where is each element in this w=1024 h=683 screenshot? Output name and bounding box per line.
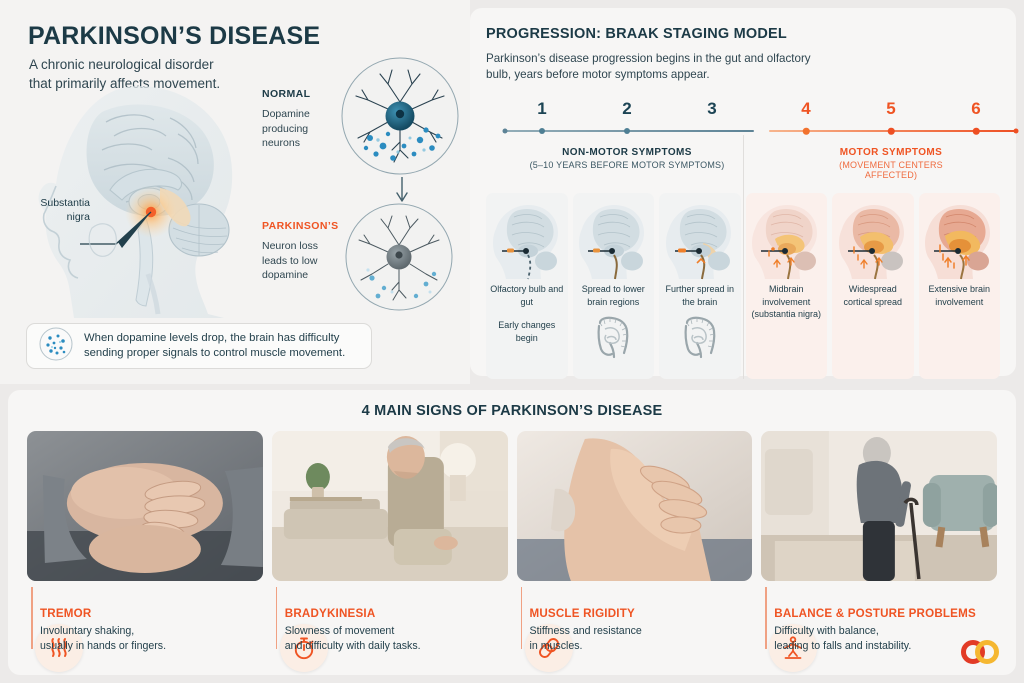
timeline-number-2: 2 bbox=[622, 99, 632, 118]
timeline-number-4: 4 bbox=[801, 99, 811, 118]
stage-card-6: Extensive brain involvement bbox=[918, 193, 1000, 379]
neuron-normal-label: NORMAL bbox=[262, 88, 311, 100]
stage-brain-5-icon bbox=[838, 205, 904, 280]
stopwatch-icon bbox=[279, 624, 328, 672]
neuron-normal-block: NORMAL Dopamine producing neurons bbox=[262, 88, 348, 151]
bradykinesia-desc: Slowness of movement and difficulty with… bbox=[284, 625, 421, 652]
stage-caption-6: Extensive brain involvement bbox=[928, 284, 991, 307]
arrow-down-icon bbox=[395, 176, 409, 210]
timeline-number-6: 6 bbox=[971, 99, 981, 118]
timeline-number-1: 1 bbox=[537, 99, 547, 118]
page-title: PARKINSON’S DISEASE bbox=[28, 22, 321, 50]
timeline-dot-1 bbox=[539, 128, 545, 134]
braak-title: PROGRESSION: BRAAK STAGING MODEL bbox=[486, 26, 787, 42]
tremor-text: TREMOR Involuntary shaking, usually in h… bbox=[27, 587, 263, 654]
neuron-comparison: NORMAL Dopamine producing neurons bbox=[262, 52, 467, 317]
substantia-nigra-label: Substantia nigra bbox=[40, 197, 90, 223]
balance-figure-icon bbox=[769, 624, 818, 672]
timeline-dot-2 bbox=[624, 128, 630, 134]
braak-staging-panel: PROGRESSION: BRAAK STAGING MODEL Parkins… bbox=[470, 8, 1019, 379]
stage-caption2-1: Early changes begin bbox=[498, 320, 556, 343]
balance-desc: Difficulty with balance, leading to fall… bbox=[774, 625, 912, 652]
stage-card-1: Olfactory bulb and gut Early changes beg… bbox=[486, 193, 568, 379]
motor-heading: MOTOR SYMPTOMS bbox=[839, 147, 943, 158]
timeline-group-nonmotor: NON-MOTOR SYMPTOMS (5–10 YEARS BEFORE MO… bbox=[530, 147, 725, 170]
timeline-number-3: 3 bbox=[707, 99, 717, 118]
dopamine-dots-icon bbox=[39, 327, 73, 366]
gut-intestine-icon bbox=[684, 316, 716, 359]
main-signs-panel: 4 MAIN SIGNS OF PARKINSON’S DISEASE bbox=[8, 390, 1016, 675]
muscle-rigidity-text: MUSCLE RIGIDITY Stiffness and resistance… bbox=[517, 587, 753, 654]
bradykinesia-text: BRADYKINESIA Slowness of movement and di… bbox=[272, 587, 508, 654]
signs-title: 4 MAIN SIGNS OF PARKINSON’S DISEASE bbox=[361, 403, 663, 419]
stage-caption-4: Midbrain involvement (substantia nigra) bbox=[751, 284, 822, 319]
elderly-man-sitting-sofa-photo bbox=[271, 431, 508, 581]
signs-row: TREMOR Involuntary shaking, usually in h… bbox=[8, 419, 1016, 672]
timeline-captions: NON-MOTOR SYMPTOMS (5–10 YEARS BEFORE MO… bbox=[486, 147, 1000, 183]
timeline-number-5: 5 bbox=[886, 99, 896, 118]
timeline-group-motor: MOTOR SYMPTOMS (MOVEMENT CENTERS AFFECTE… bbox=[837, 147, 946, 180]
nonmotor-subheading: (5–10 YEARS BEFORE MOTOR SYMPTOMS) bbox=[529, 160, 725, 170]
muscle-rigidity-name: MUSCLE RIGIDITY bbox=[529, 607, 635, 620]
stage-caption-3: Further spread in the brain bbox=[665, 284, 735, 307]
neuron-parkinsons-label: PARKINSON’S bbox=[262, 220, 339, 232]
tremor-name: TREMOR bbox=[40, 607, 92, 620]
timeline-dot-6 bbox=[972, 127, 980, 135]
elderly-hands-trembling-photo bbox=[27, 431, 263, 581]
gut-intestine-icon bbox=[597, 316, 629, 359]
stage-brain-6-icon bbox=[925, 205, 991, 280]
braak-stage-cards: Olfactory bulb and gut Early changes beg… bbox=[486, 135, 1000, 379]
chain-link-icon bbox=[524, 624, 573, 672]
elderly-man-with-cane-photo bbox=[761, 431, 997, 581]
stage-card-3: Further spread in the brain bbox=[659, 193, 741, 379]
tremor-waves-icon bbox=[35, 624, 83, 672]
stage-caption-5: Widespread cortical spread bbox=[843, 284, 903, 307]
interlocking-rings-logo bbox=[958, 639, 1002, 665]
stage-brain-1-icon bbox=[492, 205, 558, 280]
stage-card-5: Widespread cortical spread bbox=[832, 193, 914, 379]
dopamine-note: When dopamine levels drop, the brain has… bbox=[26, 323, 372, 369]
stage-caption-2: Spread to lower brain regions bbox=[581, 284, 645, 307]
stage-card-4: Midbrain involvement (substantia nigra) bbox=[745, 193, 827, 379]
sign-card-balance[interactable]: BALANCE & POSTURE PROBLEMS Difficulty wi… bbox=[761, 431, 997, 672]
dopamine-note-text: When dopamine levels drop, the brain has… bbox=[84, 331, 346, 360]
timeline-dot-end bbox=[1013, 128, 1019, 134]
neuron-parkinsons-desc: Neuron loss leads to low dopamine bbox=[262, 240, 319, 281]
stage-brain-3-icon bbox=[665, 205, 731, 280]
bradykinesia-name: BRADYKINESIA bbox=[284, 607, 376, 620]
sign-card-bradykinesia[interactable]: BRADYKINESIA Slowness of movement and di… bbox=[271, 431, 508, 672]
brain-anatomy-illustration bbox=[18, 78, 268, 318]
sign-card-muscle-rigidity[interactable]: MUSCLE RIGIDITY Stiffness and resistance… bbox=[516, 431, 753, 672]
braak-subtitle: Parkinson’s disease progression begins i… bbox=[486, 52, 811, 81]
neuron-degenerated-icon bbox=[342, 200, 456, 319]
timeline-dot-5 bbox=[887, 127, 895, 135]
tremor-desc: Involuntary shaking, usually in hands or… bbox=[40, 625, 167, 652]
braak-timeline: 1 2 3 4 5 6 bbox=[486, 99, 1019, 149]
neuron-healthy-icon bbox=[338, 54, 462, 183]
hand-gripping-wrist-photo bbox=[516, 431, 753, 581]
muscle-rigidity-desc: Stiffness and resistance in muscles. bbox=[529, 625, 642, 652]
stage-caption-1: Olfactory bulb and gut bbox=[490, 284, 564, 307]
nonmotor-heading: NON-MOTOR SYMPTOMS bbox=[562, 147, 692, 158]
stage-brain-2-icon bbox=[579, 205, 645, 280]
neuron-parkinsons-block: PARKINSON’S Neuron loss leads to low dop… bbox=[262, 220, 348, 283]
timeline-dot-4 bbox=[802, 127, 810, 135]
stage-group-divider bbox=[743, 135, 744, 379]
balance-text: BALANCE & POSTURE PROBLEMS Difficulty wi… bbox=[761, 587, 997, 654]
motor-subheading: (MOVEMENT CENTERS AFFECTED) bbox=[839, 160, 943, 180]
timeline-dot-start bbox=[502, 128, 508, 134]
overview-panel: PARKINSON’S DISEASE A chronic neurologic… bbox=[0, 0, 470, 384]
sign-card-tremor[interactable]: TREMOR Involuntary shaking, usually in h… bbox=[27, 431, 263, 672]
stage-brain-4-icon bbox=[752, 205, 818, 280]
neuron-normal-desc: Dopamine producing neurons bbox=[262, 108, 310, 149]
balance-name: BALANCE & POSTURE PROBLEMS bbox=[774, 607, 976, 620]
stage-card-2: Spread to lower brain regions bbox=[572, 193, 654, 379]
